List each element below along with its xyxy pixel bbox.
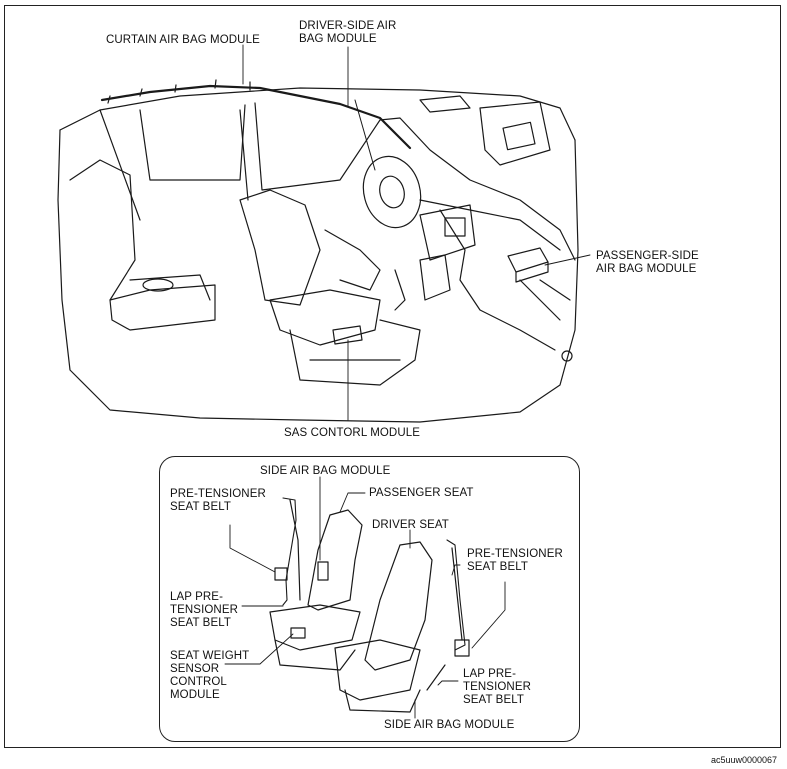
- passenger-airbag-box: [507, 247, 549, 283]
- front-seat: [239, 189, 421, 386]
- side-airbag-bottom-label: SIDE AIR BAG MODULE: [384, 719, 515, 731]
- dashboard-center-console: [394, 204, 476, 311]
- figure-code: ac5uuw0000067: [710, 755, 777, 765]
- inset-illustration: [269, 497, 470, 713]
- seat-weight-sensor-label: SEAT WEIGHT SENSOR CONTROL MODULE: [170, 650, 250, 701]
- figure-frame: [4, 5, 781, 748]
- seat-detail-inset: [159, 456, 580, 742]
- leader-lines: [242, 44, 591, 421]
- curtain-airbag-module: [100, 79, 412, 150]
- side-airbag-top-label: SIDE AIR BAG MODULE: [260, 465, 391, 477]
- lap-pretensioner-left-label: LAP PRE- TENSIONER SEAT BELT: [170, 591, 238, 629]
- sun-visor: [419, 95, 551, 166]
- driver-airbag-label: DRIVER-SIDE AIR BAG MODULE: [299, 20, 397, 45]
- sas-control-module: [332, 325, 363, 345]
- rear-seat: [69, 159, 216, 331]
- passenger-seat-label: PASSENGER SEAT: [369, 487, 474, 499]
- steering-wheel: [354, 99, 422, 229]
- inset-leader-lines: [224, 476, 506, 719]
- lap-pretensioner-right-label: LAP PRE- TENSIONER SEAT BELT: [463, 668, 531, 706]
- passenger-airbag-label: PASSENGER-SIDE AIR BAG MODULE: [596, 250, 699, 275]
- curtain-airbag-label: CURTAIN AIR BAG MODULE: [106, 34, 260, 46]
- sas-module-label: SAS CONTORL MODULE: [284, 427, 420, 439]
- driver-seat-label: DRIVER SEAT: [372, 519, 449, 531]
- pretensioner-left-label: PRE-TENSIONER SEAT BELT: [170, 488, 266, 513]
- pretensioner-right-label: PRE-TENSIONER SEAT BELT: [467, 548, 563, 573]
- driver-seat: [239, 109, 381, 291]
